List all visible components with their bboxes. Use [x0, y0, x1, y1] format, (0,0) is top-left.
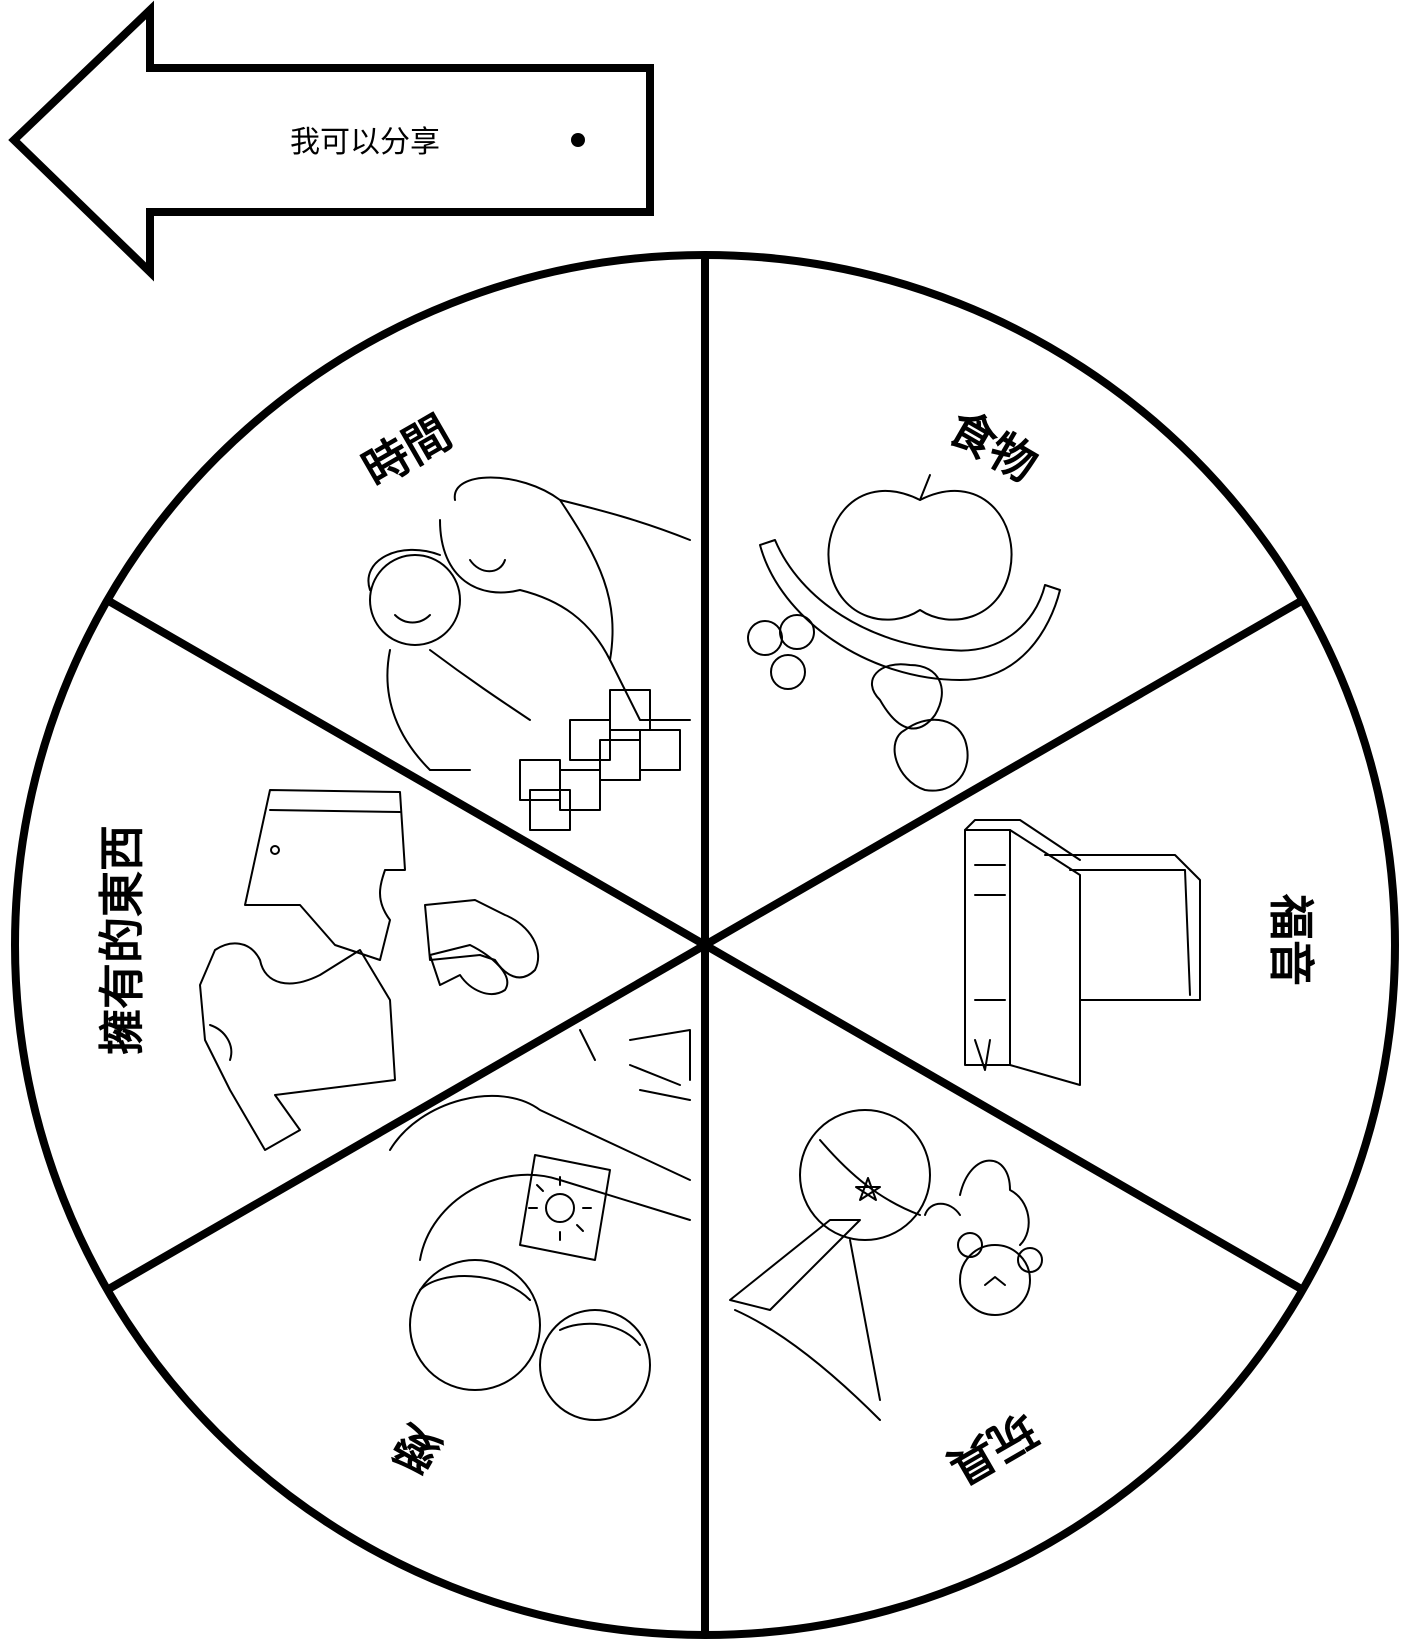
arrow-label: 我可以分享: [290, 125, 440, 160]
segment-gospel[interactable]: 福音: [964, 819, 1318, 1086]
share-arrow[interactable]: 我可以分享: [8, 0, 654, 282]
fruit-illustration: [747, 474, 1061, 792]
segment-label-gospel: 福音: [1264, 893, 1318, 986]
clothes-illustration: [199, 789, 540, 1151]
toys-illustration: [729, 1109, 1043, 1421]
family-drawing-illustration: [389, 1029, 691, 1421]
wheel-center: [699, 939, 711, 951]
segment-label-belongings: 擁有的東西: [95, 825, 149, 1055]
wheel-dividers: [105, 255, 1305, 1635]
share-wheel[interactable]: 時間: [11, 251, 1399, 1639]
segment-belongings[interactable]: 擁有的東西: [95, 789, 540, 1151]
scriptures-book-illustration: [964, 819, 1201, 1086]
children-with-blocks-illustration: [367, 476, 691, 831]
arrow-pivot-dot: [571, 133, 585, 147]
